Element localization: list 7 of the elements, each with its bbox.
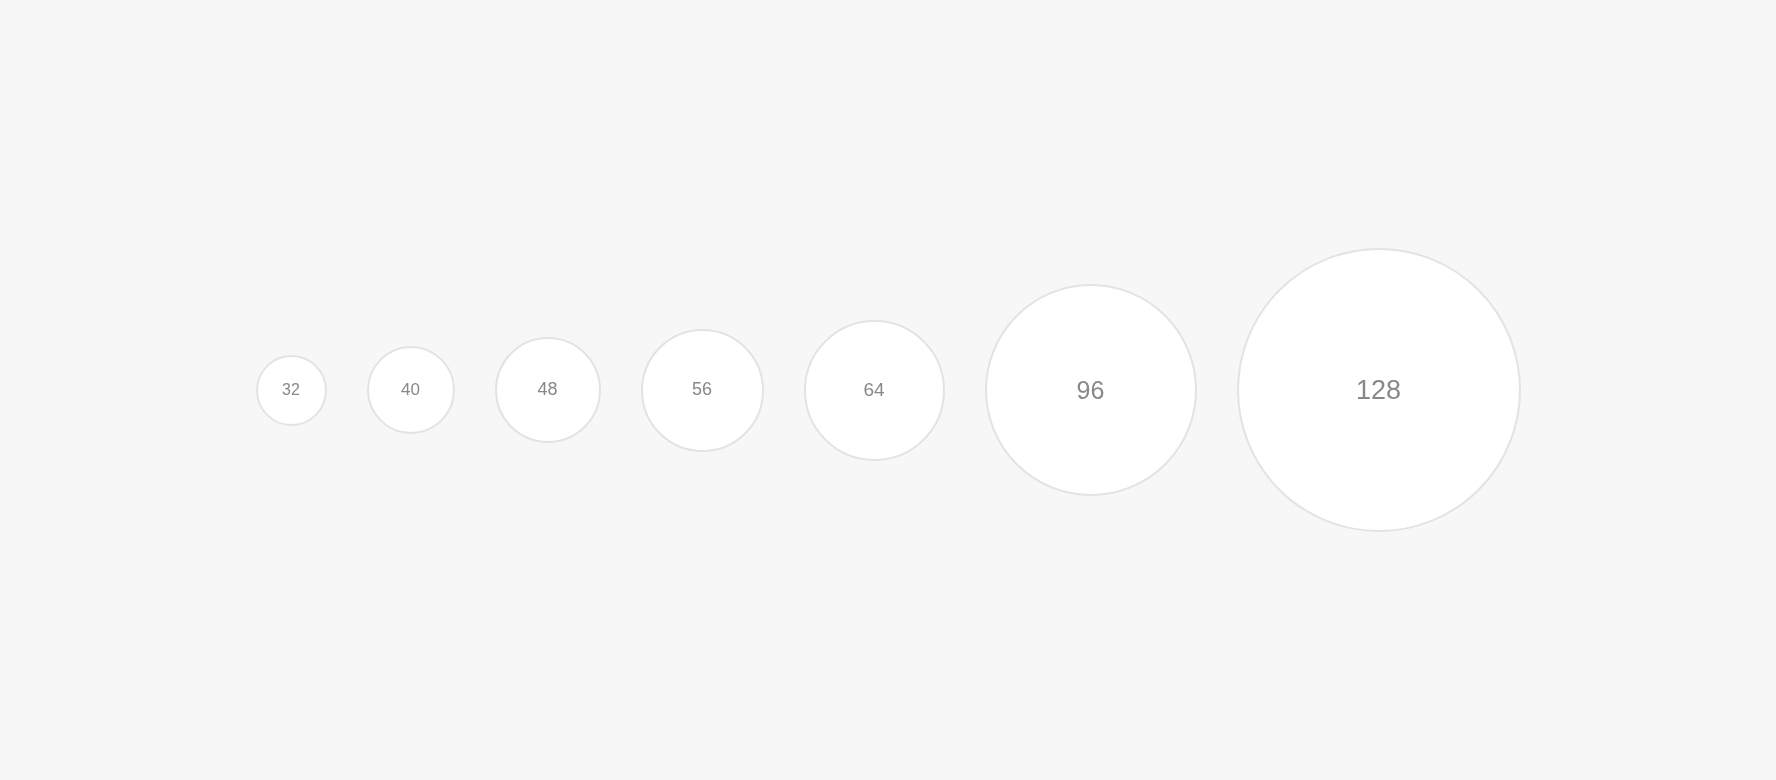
size-value: 40 bbox=[401, 379, 420, 401]
size-value: 48 bbox=[537, 379, 558, 401]
size-value: 64 bbox=[863, 378, 885, 402]
size-value: 56 bbox=[692, 379, 712, 401]
size-value: 32 bbox=[282, 380, 300, 400]
size-value: 128 bbox=[1355, 373, 1402, 407]
size-value: 96 bbox=[1076, 375, 1105, 405]
